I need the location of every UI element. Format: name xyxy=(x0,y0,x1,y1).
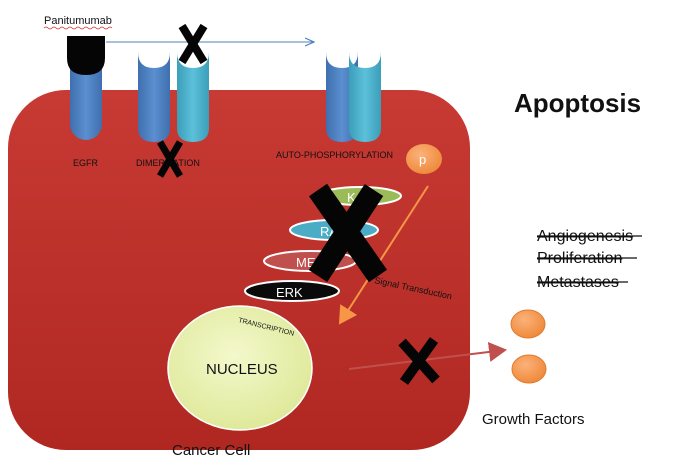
growth-factor-arrow xyxy=(348,342,507,370)
mek-label: ME xyxy=(296,255,316,270)
cancer-cell xyxy=(8,90,470,450)
block-x-mark xyxy=(308,183,388,283)
nucleus-label: NUCLEUS xyxy=(206,361,278,378)
drug-label: Panitumumab xyxy=(44,15,112,27)
growth-factor-circle xyxy=(510,309,546,339)
phosphate-badge xyxy=(406,144,442,174)
dimerization-receptor-pair xyxy=(138,52,209,142)
egfr-label: EGFR xyxy=(73,158,99,168)
apoptosis-label: Apoptosis xyxy=(514,88,641,118)
nucleus xyxy=(167,305,313,431)
block-x-mark xyxy=(178,23,208,65)
phosphate-badge-label: p xyxy=(419,152,426,167)
panitumumab-antibody xyxy=(67,36,105,75)
phosphorylated-receptor-pair xyxy=(326,52,381,142)
drug-label-underline xyxy=(43,26,113,30)
signal-transduction-arrow xyxy=(338,185,429,325)
kras-label: K xyxy=(347,190,356,205)
erk-ellipse xyxy=(244,280,340,302)
block-x-mark xyxy=(156,140,184,178)
growth-factor-circle xyxy=(511,354,547,384)
growth-factors-label: Growth Factors xyxy=(482,411,585,428)
auto-phosphorylation-label: AUTO-PHOSPHORYLATION xyxy=(276,150,393,160)
cancer-cell-label: Cancer Cell xyxy=(172,442,250,459)
block-x-mark xyxy=(398,337,440,385)
erk-label: ERK xyxy=(276,285,303,300)
